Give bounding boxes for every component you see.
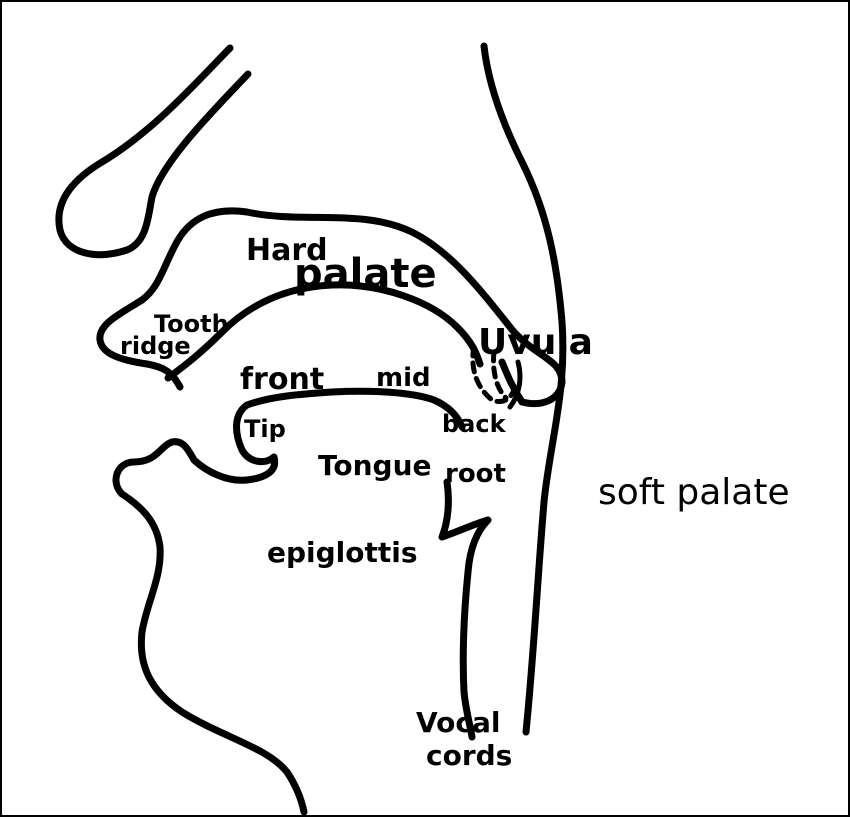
label-mid: mid <box>376 363 431 393</box>
label-soft-palate: soft palate <box>598 472 790 513</box>
label-ridge: ridge <box>120 332 191 360</box>
label-uvula: Uvula <box>478 322 593 363</box>
label-tip: Tip <box>244 415 286 443</box>
label-palate: palate <box>294 251 437 297</box>
label-epiglottis: epiglottis <box>267 536 418 569</box>
label-vocal: Vocal <box>416 706 500 739</box>
label-tongue: Tongue <box>318 449 432 482</box>
label-front: front <box>240 362 324 397</box>
label-back: back <box>442 410 507 438</box>
label-cords: cords <box>426 739 512 772</box>
label-root: root <box>445 459 506 489</box>
